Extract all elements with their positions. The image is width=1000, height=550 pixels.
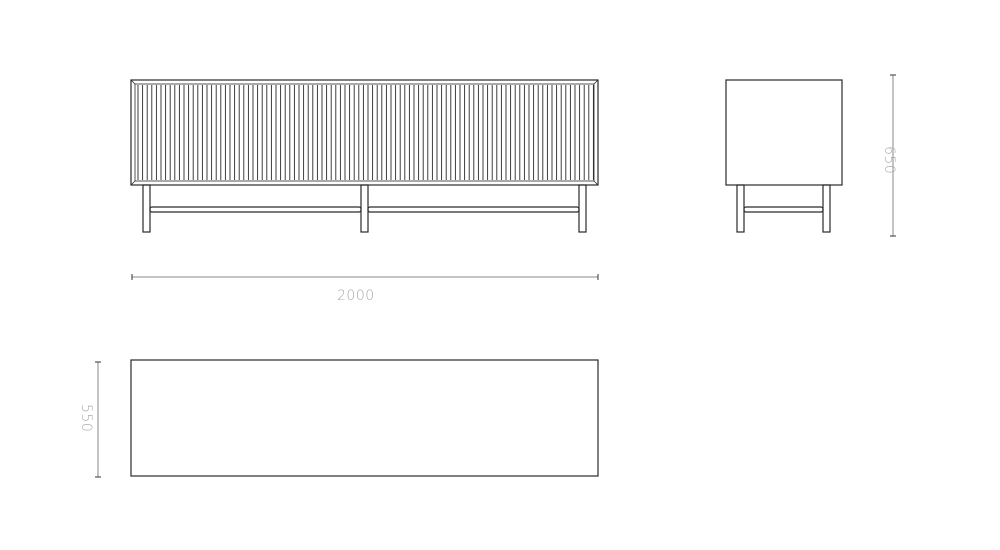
side-view (725, 79, 843, 233)
top-view (130, 359, 599, 477)
top-view-outline (130, 359, 599, 477)
front-stretcher-right (367, 206, 580, 213)
front-cabinet-body (130, 79, 599, 186)
depth-dimension-line (95, 361, 101, 478)
height-dimension-label: 650 (881, 146, 897, 175)
front-stretcher-left (149, 206, 362, 213)
side-leg-right (822, 184, 831, 233)
front-leg-left (142, 184, 151, 233)
side-stretcher (743, 206, 824, 213)
side-cabinet-body (725, 79, 843, 186)
fluted-door-panel (137, 85, 594, 180)
width-dimension-line (131, 274, 599, 280)
depth-dimension-label: 550 (78, 404, 94, 433)
width-dimension-label: 2000 (337, 288, 375, 304)
height-dimension-line (890, 74, 896, 237)
side-leg-left (736, 184, 745, 233)
front-view (130, 79, 599, 233)
front-leg-right (578, 184, 587, 233)
front-leg-middle (360, 184, 369, 233)
front-cabinet-inner-frame (134, 83, 595, 182)
